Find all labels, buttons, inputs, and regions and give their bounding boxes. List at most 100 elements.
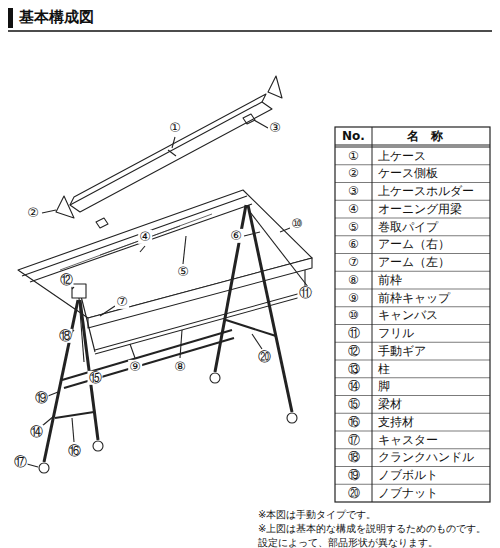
table-rule <box>335 218 490 219</box>
table-rule <box>335 235 490 236</box>
upper-case-joint <box>168 150 176 156</box>
table-cell: ⑩ <box>335 309 372 322</box>
table-cell: 前枠キャップ <box>378 292 450 305</box>
callout-number: ⑪ <box>298 286 313 300</box>
callout-number: ⑰ <box>13 455 28 469</box>
table-cell: アーム（右） <box>378 238 450 251</box>
table-cell: フリル <box>378 327 414 340</box>
title-rule <box>8 30 492 32</box>
table-rule <box>335 147 490 148</box>
note-text: ※本図は手動タイプです。 <box>258 508 490 522</box>
leg <box>44 300 78 462</box>
table-cell: ① <box>335 150 372 163</box>
callout-number: ⑥ <box>229 229 243 243</box>
callout-number: ⑤ <box>176 265 190 279</box>
leader-line <box>48 392 58 396</box>
callout-number: ⑧ <box>173 360 187 374</box>
table-cell: ⑲ <box>335 469 372 482</box>
table-cell: 前枠 <box>378 274 402 287</box>
table-rule <box>372 127 373 502</box>
page-title: 基本構成図 <box>19 9 94 26</box>
leader-line <box>254 120 268 128</box>
table-cell: ノブナット <box>378 487 438 500</box>
table-rule <box>335 377 490 378</box>
table-rule <box>335 306 490 307</box>
front-frame <box>95 290 312 350</box>
beam <box>64 338 234 388</box>
callout-number: ⑳ <box>257 350 272 364</box>
table-rule <box>335 200 490 201</box>
table-cell: ⑮ <box>335 398 372 411</box>
upper-case-top <box>70 94 266 205</box>
title-bar <box>8 8 13 28</box>
caster <box>93 441 103 451</box>
callout-number: ③ <box>268 121 282 135</box>
leader-line <box>72 418 74 442</box>
table-rule <box>335 466 490 467</box>
table-rule <box>335 413 490 414</box>
leader-line <box>180 330 182 358</box>
table-cell: ノブボルト <box>378 469 438 482</box>
table-cell: アーム（左） <box>378 256 450 269</box>
table-cell: ② <box>335 167 372 180</box>
callout-number: ② <box>26 206 40 220</box>
caster <box>287 413 297 423</box>
table-rule <box>335 448 490 449</box>
table-rule <box>335 395 490 396</box>
table-header: No. <box>335 130 372 143</box>
table-cell: ケース側板 <box>378 167 438 180</box>
holder <box>96 218 108 228</box>
leader-line <box>42 210 56 213</box>
leader-line <box>42 416 54 426</box>
table-rule <box>335 342 490 343</box>
table-cell: ④ <box>335 203 372 216</box>
callout-number: ④ <box>138 230 152 244</box>
table-cell: オーニング用梁 <box>378 203 462 216</box>
roll-pipe <box>30 204 252 282</box>
table-cell: 上ケース <box>378 150 426 163</box>
table-border <box>335 127 490 502</box>
callout-number: ⑦ <box>115 295 129 309</box>
table-rule <box>335 324 490 325</box>
table-cell: ⑧ <box>335 274 372 287</box>
leader-line <box>100 306 115 316</box>
table-cell: 巻取パイプ <box>378 221 438 234</box>
table-cell: 支持材 <box>378 416 414 429</box>
frill <box>88 258 312 328</box>
parts-table <box>335 127 490 502</box>
side-plate <box>268 76 282 98</box>
callout-number: ⑭ <box>29 425 44 439</box>
table-cell: ⑭ <box>335 380 372 393</box>
table-cell: ⑬ <box>335 363 372 376</box>
table-cell: ⑦ <box>335 256 372 269</box>
leg <box>215 205 246 372</box>
table-cell: ⑰ <box>335 434 372 447</box>
caster <box>210 373 220 383</box>
table-cell: 柱 <box>378 363 390 376</box>
table-rule <box>335 253 490 254</box>
table-cell: ⑪ <box>335 327 372 340</box>
gear <box>72 284 86 298</box>
callout-number: ⑯ <box>67 444 82 458</box>
table-cell: ⑳ <box>335 487 372 500</box>
callout-number: ⑱ <box>58 329 73 343</box>
table-cell: 梁材 <box>378 398 402 411</box>
awning-beam <box>22 196 247 276</box>
leader-line <box>244 232 260 236</box>
table-rule <box>335 271 490 272</box>
leader-line <box>304 270 305 286</box>
table-cell: ⑤ <box>335 221 372 234</box>
table-rule <box>335 164 490 165</box>
table-rule <box>335 431 490 432</box>
leader-line <box>252 334 262 349</box>
table-rule <box>335 289 490 290</box>
callout-number: ⑫ <box>59 273 74 287</box>
leg <box>248 205 292 412</box>
canvas-fold <box>60 214 212 270</box>
table-cell: キャンバス <box>378 309 438 322</box>
table-cell: ⑱ <box>335 451 372 464</box>
table-cell: キャスター <box>378 434 438 447</box>
callout-number: ⑨ <box>128 360 142 374</box>
table-rule <box>335 145 490 146</box>
